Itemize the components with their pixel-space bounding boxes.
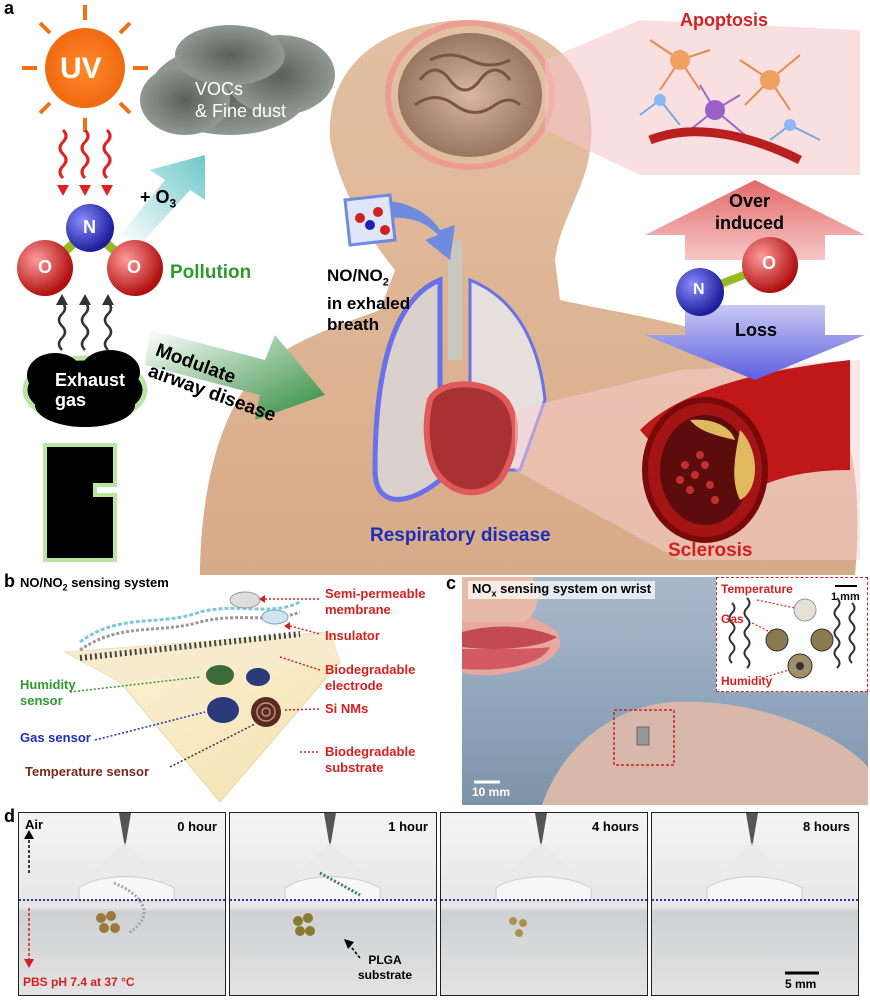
atom-n-right: N	[693, 281, 705, 298]
waterline-2	[441, 899, 647, 901]
panel-c-title-rest: sensing system on wrist	[496, 581, 652, 596]
no-no2-prefix: NO/NO	[327, 266, 383, 285]
atom-n-left: N	[83, 217, 96, 237]
pbs-label: PBS pH 7.4 at 37 °C	[23, 975, 135, 989]
panel-a-label: a	[4, 0, 15, 18]
atom-o-right: O	[762, 253, 777, 273]
human-body-figure	[17, 5, 865, 575]
over-induced-label: Over induced	[715, 191, 785, 233]
panel-c-label: c	[446, 573, 457, 593]
label-humidity: Humidity sensor	[20, 677, 76, 708]
frame-4-hours: 4 hours	[440, 812, 648, 996]
time-label-1: 1 hour	[388, 819, 428, 834]
pollution-label: Pollution	[170, 262, 252, 283]
sclerosis-label: Sclerosis	[668, 540, 753, 561]
neuron-cluster	[639, 39, 821, 165]
inset-micrograph: Temperature Gas Humidity 1 mm	[716, 577, 868, 692]
exhaust-label: Exhaust gas	[55, 370, 126, 410]
panel-b-label: b	[4, 571, 15, 591]
lips-and-wrist	[462, 577, 868, 805]
gas-sensor-pad	[207, 697, 239, 723]
inset-humidity-label: Humidity	[721, 674, 773, 688]
panel-b-title: NO/NO2 sensing system	[20, 575, 169, 593]
plga-label: PLGA substrate	[358, 953, 413, 982]
vocs-cloud	[140, 25, 335, 135]
no-no2-label: NO/NO2 in exhaled breath	[327, 265, 410, 335]
o3-subscript: 3	[169, 196, 177, 211]
atom-o-left2: O	[127, 257, 142, 277]
panel-a: a UV VOCs & Fine dust + O3 N O O Polluti…	[4, 0, 865, 575]
wrist-photo: NOx sensing system on wrist 10 mm	[462, 577, 868, 805]
panel-b-title-rest: sensing system	[67, 575, 169, 590]
panel-c: c NOx sensing system on wrist 10 mm	[440, 573, 870, 807]
o3-prefix: + O	[140, 187, 170, 207]
frame-1-hour: 1 hour PLGA substrate	[229, 812, 437, 996]
uv-label: UV	[60, 52, 102, 85]
panel-b-title-prefix: NO/NO	[20, 575, 63, 590]
time-label-0: 0 hour	[177, 819, 217, 834]
vocs-label: VOCs & Fine dust	[195, 79, 287, 121]
time-label-2: 4 hours	[592, 819, 639, 834]
heart	[423, 381, 518, 496]
atom-o-left1: O	[38, 257, 53, 277]
frame-0-hour: 0 hour Air PBS pH 7.4 at 37 °C	[18, 812, 226, 996]
waterline-1	[230, 899, 436, 901]
frame-4-drawing	[495, 813, 592, 937]
humidity-sensor-pad	[206, 665, 234, 685]
apoptosis-label: Apoptosis	[680, 10, 768, 30]
scale-d-label: 5 mm	[785, 977, 817, 991]
panel-b-title-subscript: 2	[62, 582, 68, 593]
frame-8-hours: 8 hours 5 mm	[651, 812, 859, 996]
frame-1-drawing	[284, 813, 381, 959]
label-gas: Gas sensor	[20, 730, 91, 745]
inset-temperature-label: Temperature	[721, 582, 793, 596]
loss-label: Loss	[735, 320, 778, 340]
waterline-0	[19, 899, 225, 901]
uv-sun	[22, 5, 148, 132]
air-label: Air	[25, 817, 44, 832]
label-electrode: Biodegradable electrode	[325, 662, 416, 693]
label-substrate: Biodegradable substrate	[325, 744, 416, 775]
inset-scale-label: 1 mm	[831, 591, 860, 603]
label-si-nms: Si NMs	[325, 701, 369, 716]
temperature-sensor-pad	[251, 697, 281, 727]
frame-8-drawing	[706, 813, 819, 975]
label-temperature: Temperature sensor	[25, 764, 150, 779]
exhaust-pipe	[43, 443, 117, 562]
no-no2-subscript: 2	[382, 276, 389, 289]
brain	[398, 33, 542, 157]
no-no2-rest: in exhaled breath	[327, 294, 411, 335]
panel-c-title: NOx sensing system on wrist	[468, 581, 656, 599]
panel-c-title-subscript: x	[491, 588, 497, 599]
scale-main: 10 mm	[472, 785, 511, 799]
time-label-3: 8 hours	[803, 819, 850, 834]
label-membrane: Semi-permeable membrane	[325, 586, 426, 617]
label-insulator: Insulator	[325, 628, 380, 643]
panel-d-label: d	[4, 806, 15, 826]
respiratory-label: Respiratory disease	[370, 525, 551, 546]
sensor-device-illustration	[63, 591, 341, 803]
o3-label: + O3	[140, 187, 176, 211]
waterline-3	[652, 899, 858, 901]
panel-c-title-prefix: NO	[472, 581, 492, 596]
frame-0-drawing	[24, 813, 175, 968]
panel-d: d	[0, 806, 870, 1000]
inset-sensor-pattern	[728, 585, 857, 679]
panel-b: b NO/NO2 sensing system Semi-permeable m…	[0, 571, 458, 810]
inset-gas-label: Gas	[721, 612, 744, 626]
